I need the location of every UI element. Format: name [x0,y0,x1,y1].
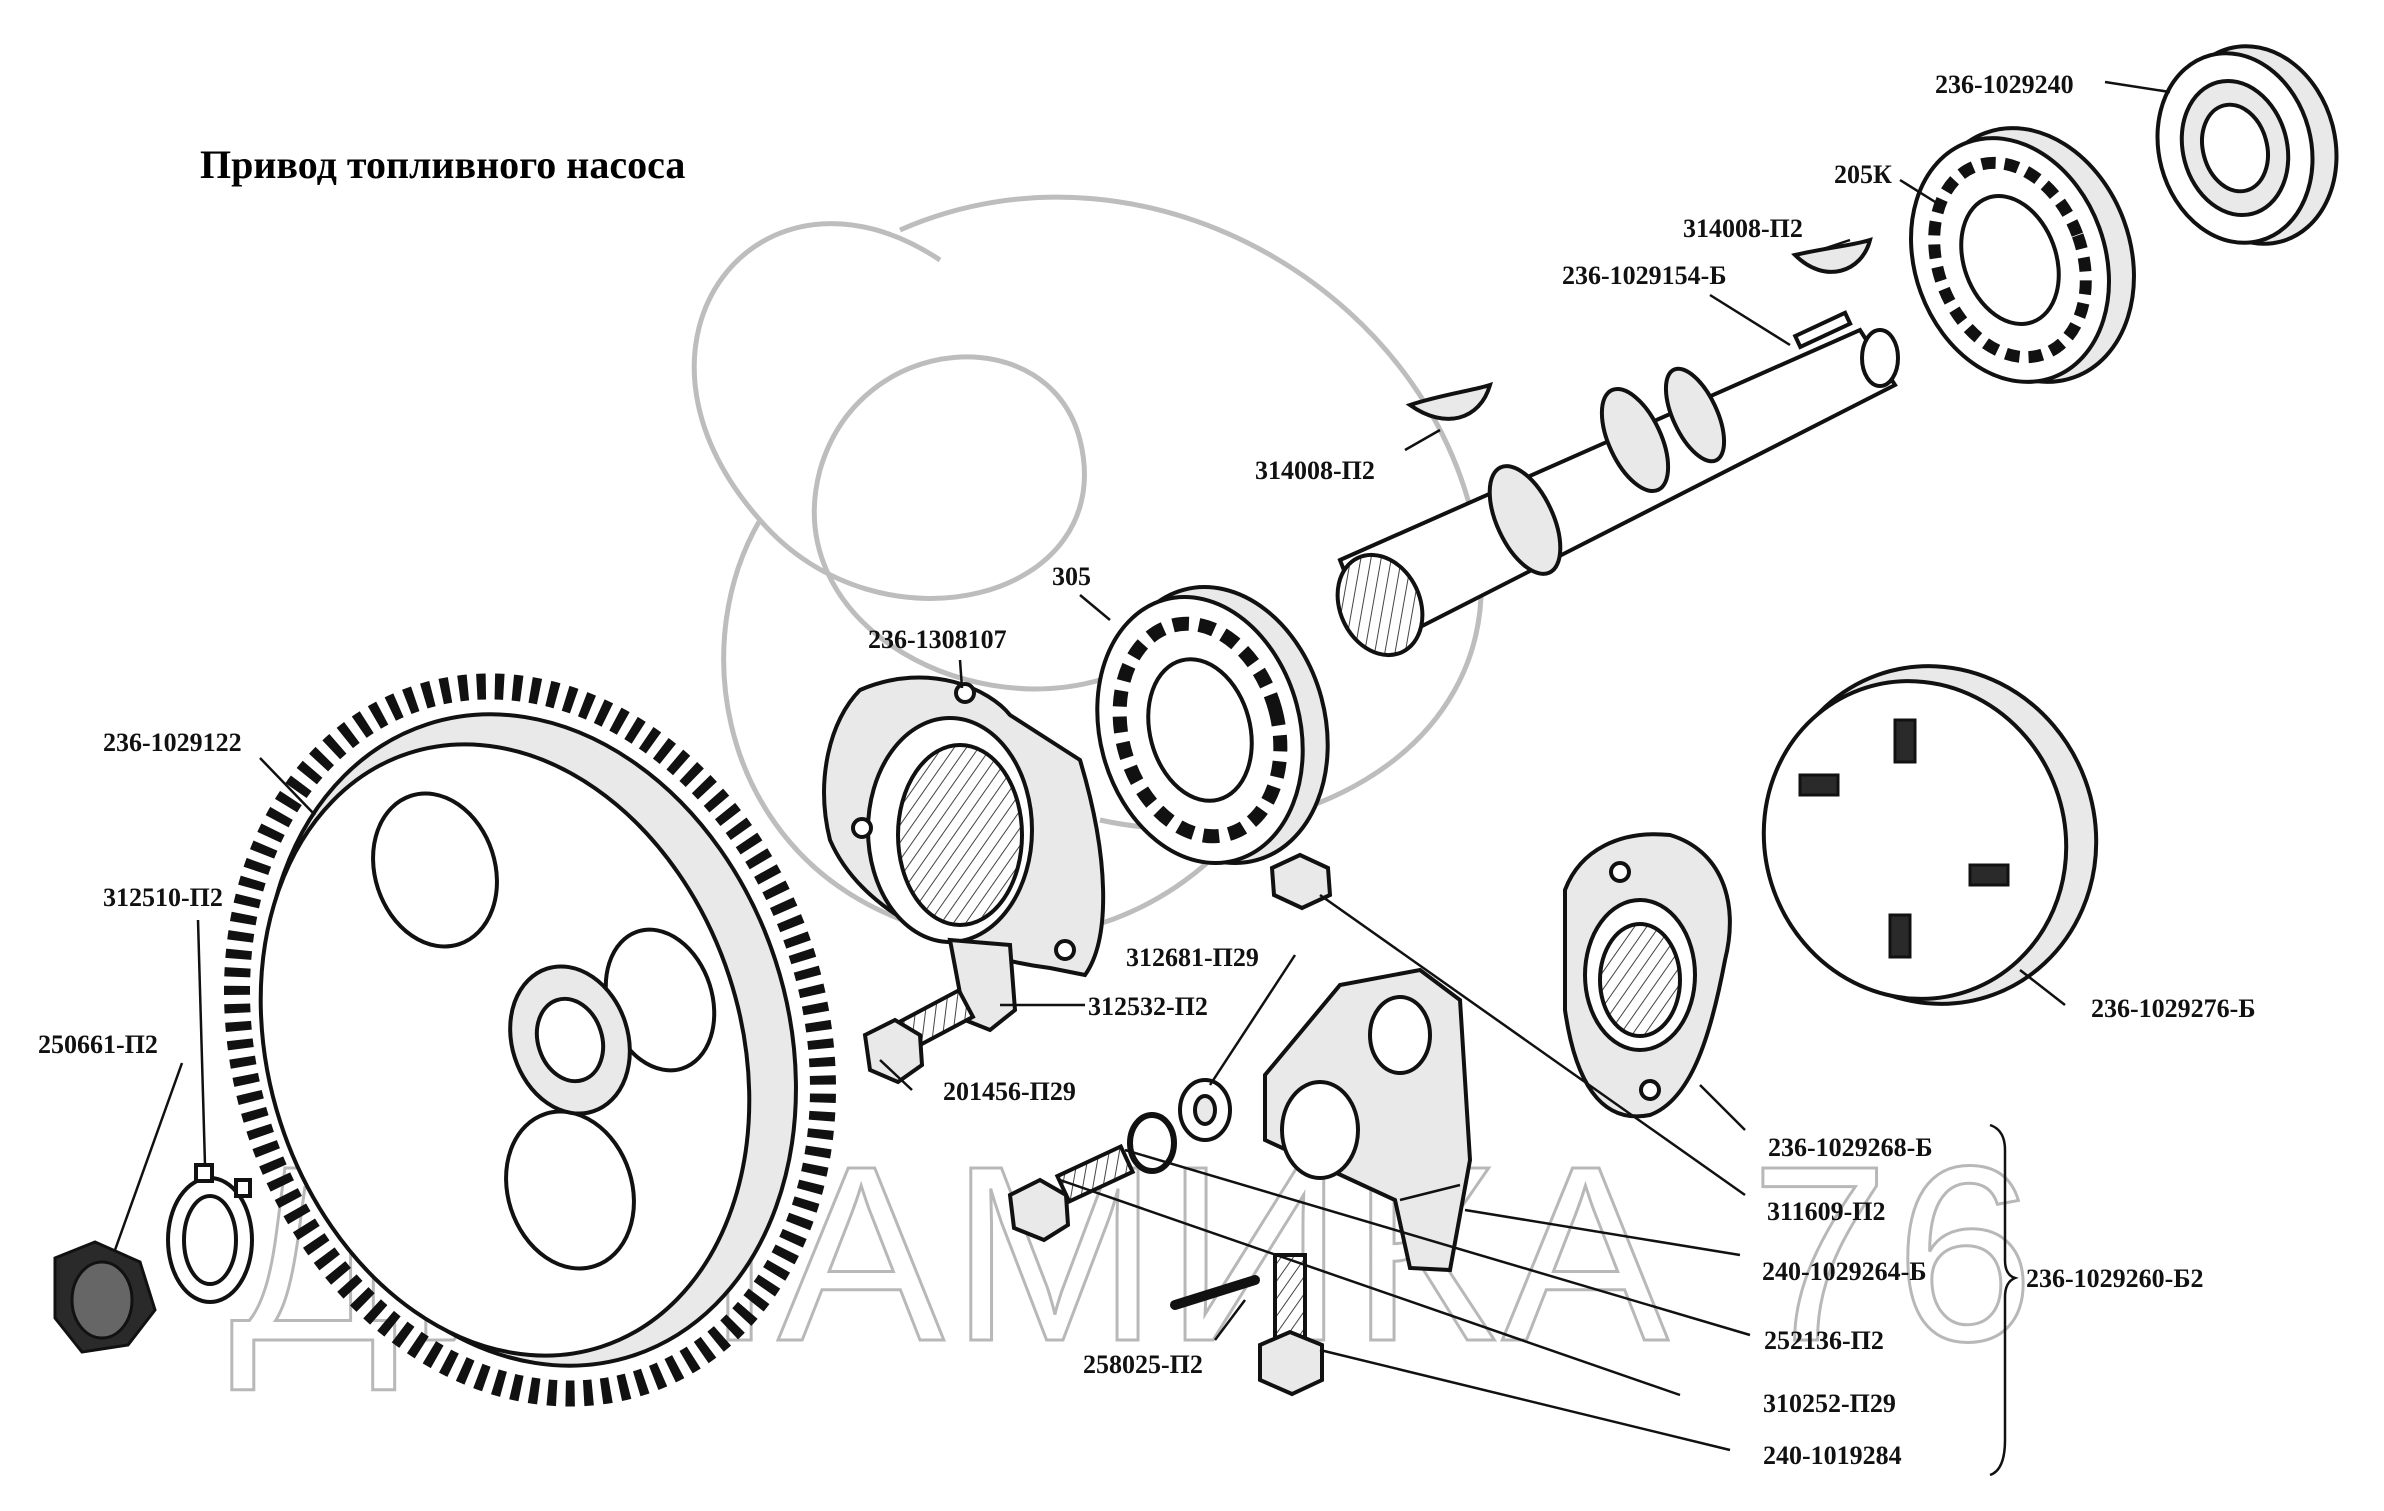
tab-washer-312510 [166,1163,254,1304]
flange-236-1308107 [822,675,1106,978]
part-labels: 236-1029240 205К 314008-П2 236-1029154-Б… [38,70,2256,1470]
shaft-236-1029154b [1335,310,1900,658]
cotter-pin-258025 [1170,1275,1260,1310]
label-250661: 250661-П2 [38,1030,158,1059]
leader-lines [113,80,2171,1477]
key-314008-lower [1405,381,1493,421]
label-252136: 252136-П2 [1764,1326,1884,1355]
nut-311609 [1269,852,1333,911]
label-236-1029154b: 236-1029154-Б [1562,261,1727,290]
bearing-236-1029240 [2155,44,2339,246]
flange-236-1029268b [1563,832,1732,1119]
label-258025: 258025-П2 [1083,1350,1203,1379]
label-236-1029268b: 236-1029268-Б [1768,1133,1933,1162]
label-310252: 310252-П29 [1763,1389,1896,1418]
clamp-240-1029264b [1263,967,1473,1273]
label-236-1029260b2: 236-1029260-Б2 [2026,1264,2204,1293]
gear-236-1029122 [224,673,836,1407]
label-201456: 201456-П29 [943,1077,1076,1106]
label-314008-mid: 314008-П2 [1255,456,1375,485]
label-236-1029276b: 236-1029276-Б [2091,994,2256,1023]
label-236-1029240: 236-1029240 [1935,70,2074,99]
label-314008-top: 314008-П2 [1683,214,1803,243]
label-205k: 205К [1834,160,1892,189]
bearing-305 [1095,585,1330,865]
label-312532: 312532-П2 [1088,992,1208,1021]
bolt-310252 [1007,1143,1136,1243]
diagram-title: Привод топливного насоса [200,142,685,187]
label-240-1019284: 240-1019284 [1763,1441,1902,1470]
bearing-205k [1909,126,2136,384]
washer-312681 [1178,1078,1232,1142]
bolt-201456 [862,987,976,1085]
bolt-240-1019284 [1258,1253,1324,1397]
spring-washer-252136 [1127,1112,1177,1174]
label-312510: 312510-П2 [103,883,223,912]
cover-236-1029276b [1761,664,2099,1006]
nut-250661 [53,1240,157,1354]
label-236-1308107: 236-1308107 [868,625,1007,654]
label-305: 305 [1052,562,1091,591]
label-312681: 312681-П29 [1126,943,1259,972]
label-240-1029264b: 240-1029264-Б [1762,1257,1927,1286]
label-311609: 311609-П2 [1767,1197,1885,1226]
label-236-1029122: 236-1029122 [103,728,242,757]
